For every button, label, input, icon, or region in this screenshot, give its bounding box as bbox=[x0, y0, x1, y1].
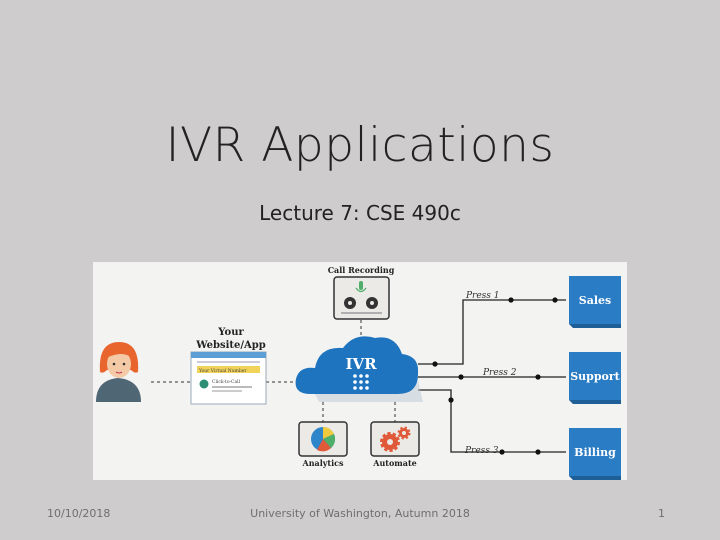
analytics-label: Analytics bbox=[301, 458, 344, 468]
analytics-icon bbox=[298, 421, 348, 457]
ivr-diagram: Press 1 Press 2 Press 3 Sales Support Bi… bbox=[93, 262, 627, 480]
click-to-call-label: Click-to-Call bbox=[212, 379, 241, 385]
automate-label: Automate bbox=[372, 458, 417, 468]
website-label-line1: Your bbox=[217, 327, 244, 338]
gears-icon bbox=[370, 421, 420, 457]
slide-title: IVR Applications bbox=[165, 118, 555, 173]
phone-icon bbox=[199, 379, 209, 389]
slide-subtitle: Lecture 7: CSE 490c bbox=[259, 201, 461, 225]
ivr-cloud: IVR bbox=[295, 336, 423, 402]
sales-box: Sales bbox=[569, 276, 621, 328]
website-label-line2: Website/App bbox=[195, 340, 266, 351]
caller-avatar bbox=[96, 342, 141, 402]
press3-label: Press 3 bbox=[464, 446, 499, 456]
support-label: Support bbox=[570, 370, 620, 383]
website-window: Your Virtual Number Click-to-Call bbox=[190, 351, 267, 405]
call-recording-icon bbox=[333, 276, 390, 320]
keypad-icon bbox=[353, 374, 369, 390]
footer-date: 10/10/2018 bbox=[47, 507, 111, 520]
footer-institution: University of Washington, Autumn 2018 bbox=[250, 507, 470, 520]
call-recording-label: Call Recording bbox=[328, 265, 395, 275]
page-number: 1 bbox=[658, 507, 665, 520]
billing-box: Billing bbox=[569, 428, 621, 480]
ivr-label: IVR bbox=[345, 355, 377, 373]
branch-dots bbox=[432, 297, 558, 455]
branch-lines bbox=[418, 299, 566, 453]
virtual-number-label: Your Virtual Number bbox=[198, 368, 247, 374]
sales-label: Sales bbox=[579, 294, 611, 307]
press1-label: Press 1 bbox=[465, 291, 500, 301]
billing-label: Billing bbox=[574, 446, 616, 459]
press2-label: Press 2 bbox=[482, 368, 517, 378]
support-box: Support bbox=[569, 352, 621, 404]
